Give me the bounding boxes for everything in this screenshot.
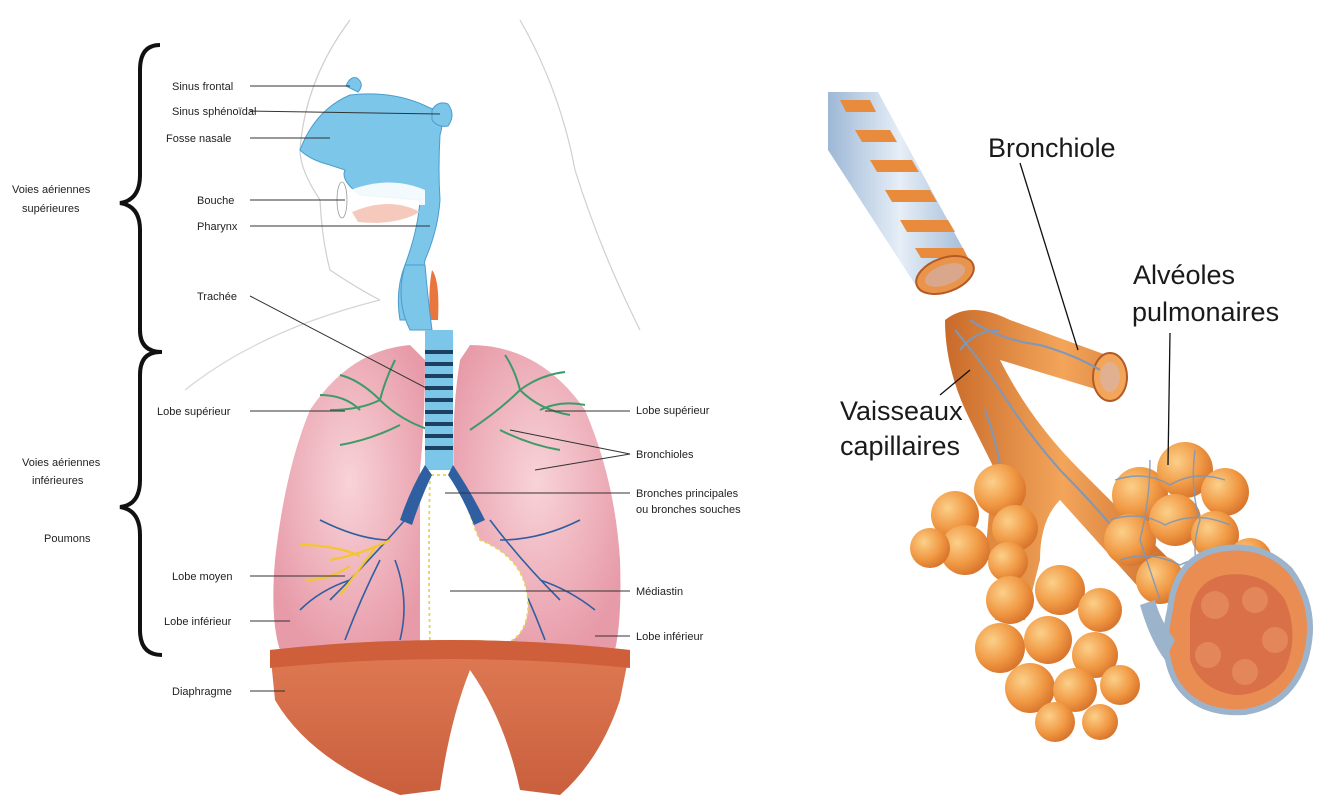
label-trachee: Trachée	[197, 291, 237, 303]
label-pharynx: Pharynx	[197, 221, 238, 233]
upper-airways	[300, 78, 452, 330]
label-lobe-moyen: Lobe moyen	[172, 571, 233, 583]
label-lobe-superieur-right: Lobe supérieur	[636, 405, 710, 417]
label-lobe-inferieur-left: Lobe inférieur	[164, 616, 232, 628]
label-sinus-frontal: Sinus frontal	[172, 81, 233, 93]
label-diaphragme: Diaphragme	[172, 686, 232, 698]
label-bronchioles: Bronchioles	[636, 449, 694, 461]
right-alveoli-diagram: Bronchiole Alvéoles pulmonaires Vaisseau…	[828, 92, 1310, 742]
mouth	[352, 204, 420, 223]
label-bronchiole: Bronchiole	[988, 133, 1116, 163]
tongue-base	[429, 270, 438, 320]
label-fosse-nasale: Fosse nasale	[166, 133, 231, 145]
sphenoid-sinus	[432, 103, 452, 127]
label-lobe-superieur-left: Lobe supérieur	[157, 406, 231, 418]
label-bronches-line1: Bronches principales	[636, 488, 739, 500]
group-lower-line2: inférieures	[32, 475, 84, 487]
bronchial-tube	[828, 92, 979, 301]
group-lungs: Poumons	[44, 533, 91, 545]
label-bronches-line2: ou bronches souches	[636, 504, 741, 516]
label-sinus-sphenoidal: Sinus sphénoïdal	[172, 106, 256, 118]
right-lung	[273, 345, 425, 650]
label-alveoles-line2: pulmonaires	[1132, 297, 1279, 327]
group-upper-line2: supérieures	[22, 203, 80, 215]
upper-brace	[120, 45, 162, 352]
left-respiratory-system: Sinus frontal Sinus sphénoïdal Fosse nas…	[12, 20, 741, 795]
alveoli-cluster-left	[910, 464, 1038, 582]
lower-brace	[120, 352, 162, 655]
label-alveoles-line1: Alvéoles	[1133, 260, 1235, 290]
label-lobe-inferieur-right: Lobe inférieur	[636, 631, 704, 643]
group-lower-line1: Voies aériennes	[22, 457, 101, 469]
label-vaisseaux-line1: Vaisseaux	[840, 396, 963, 426]
label-vaisseaux-line2: capillaires	[840, 431, 960, 461]
group-upper-line1: Voies aériennes	[12, 184, 91, 196]
label-bouche: Bouche	[197, 195, 234, 207]
larynx	[401, 265, 432, 330]
label-mediastin: Médiastin	[636, 586, 683, 598]
alveoli-cluster-bottom	[975, 565, 1140, 742]
frontal-sinus	[346, 78, 361, 92]
